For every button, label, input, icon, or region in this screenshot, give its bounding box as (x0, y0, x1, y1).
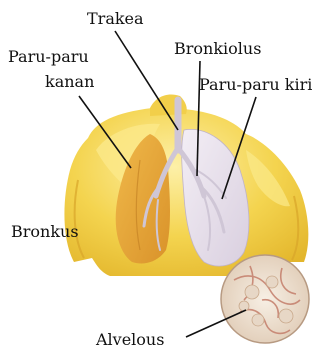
label-bronkus: Bronkus (11, 222, 79, 242)
label-trakea: Trakea (87, 9, 144, 29)
label-bronkiolus: Bronkiolus (174, 39, 261, 59)
label-paru-paru-kanan-line2: kanan (45, 72, 94, 92)
alveolus-magnified-illustration (221, 255, 309, 343)
label-alvelous: Alvelous (96, 330, 164, 350)
label-paru-paru-kanan-line1: Paru-paru (8, 47, 89, 67)
label-paru-paru-kiri: Paru-paru kiri (199, 75, 312, 95)
